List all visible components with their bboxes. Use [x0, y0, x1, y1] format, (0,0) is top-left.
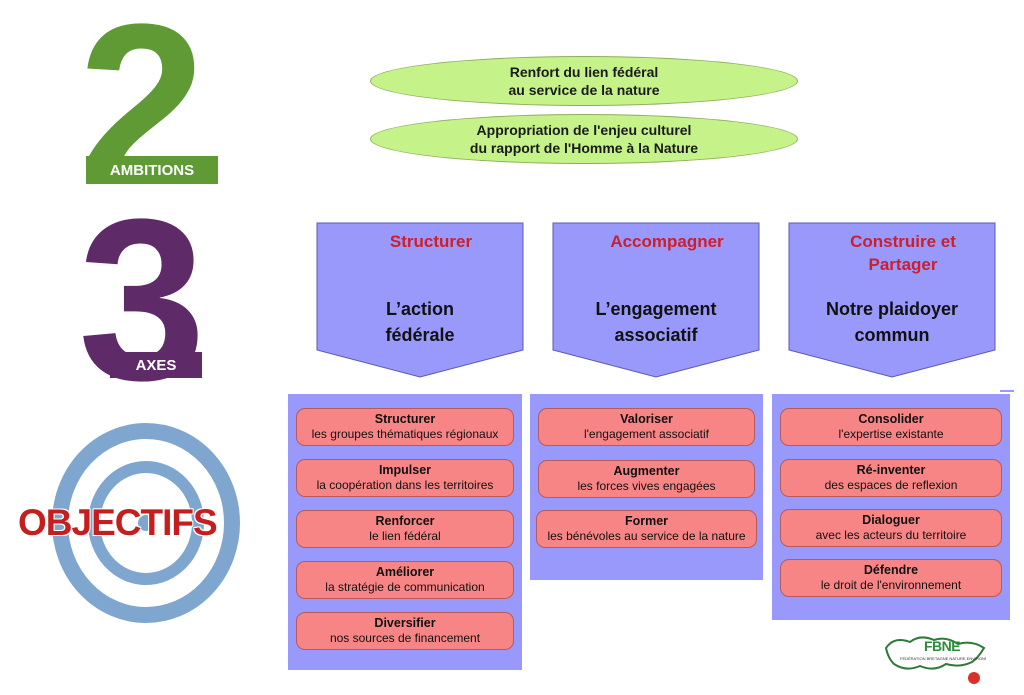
axis-arrow-1: Structurer L’action fédérale — [316, 222, 524, 378]
target-icon — [48, 418, 244, 628]
objective-pill: Valoriser l'engagement associatif — [538, 408, 755, 446]
objective-verb: Dialoguer — [862, 513, 920, 527]
objective-desc: les groupes thématiques régionaux — [311, 427, 499, 441]
ambition-1-line2: au service de la nature — [508, 82, 660, 98]
objective-pill: Former les bénévoles au service de la na… — [536, 510, 757, 548]
axis-1-subtitle: L’action fédérale — [336, 296, 504, 348]
axes-number: 3 — [78, 171, 206, 428]
axis-2-name: Accompagner — [592, 230, 742, 253]
axis-3-name: Construire et Partager — [828, 230, 978, 276]
logo-text: FBNE — [924, 638, 961, 654]
axis-1-name: Structurer — [356, 230, 506, 253]
objective-desc: l'engagement associatif — [583, 427, 710, 441]
divider — [1000, 390, 1014, 392]
objective-desc: avec les acteurs du territoire — [815, 528, 967, 542]
objective-pill: Augmenter les forces vives engagées — [538, 460, 755, 498]
objective-verb: Améliorer — [375, 565, 435, 579]
axes-label: AXES — [110, 352, 202, 378]
axis-1-sub-line1: L’action — [385, 299, 454, 319]
objective-pill: Structurer les groupes thématiques régio… — [296, 408, 514, 446]
objective-desc: le droit de l'environnement — [820, 578, 962, 592]
axis-2-sub-line1: L’engagement — [595, 299, 717, 319]
objective-desc: la stratégie de communication — [325, 580, 485, 594]
logo-tagline: FÉDÉRATION BRETAGNE NATURE ENVIRONNEMENT — [900, 656, 986, 661]
axis-arrow-shape-2 — [552, 222, 760, 378]
axis-2-subtitle: L’engagement associatif — [572, 296, 740, 348]
ambition-ellipse-1: Renfort du lien fédéral au service de la… — [370, 56, 798, 106]
objective-verb: Diversifier — [374, 616, 436, 630]
objective-pill: Ré-inventer des espaces de reflexion — [780, 459, 1002, 497]
ambition-2-line1: Appropriation de l'enjeu culturel — [476, 122, 692, 138]
objective-pill: Renforcer le lien fédéral — [296, 510, 514, 548]
objective-verb: Renforcer — [375, 514, 435, 528]
objective-verb: Augmenter — [613, 464, 680, 478]
ambition-ellipse-2: Appropriation de l'enjeu culturel du rap… — [370, 114, 798, 164]
objective-verb: Impulser — [378, 463, 432, 477]
axis-arrow-2: Accompagner L’engagement associatif — [552, 222, 760, 378]
objective-desc: les forces vives engagées — [577, 479, 716, 493]
axis-arrow-3: Construire et Partager Notre plaidoyer c… — [788, 222, 996, 378]
objectives-panel-1: Structurer les groupes thématiques régio… — [288, 394, 522, 670]
axis-2-sub-line2: associatif — [614, 325, 698, 345]
objectives-panel-2: Valoriser l'engagement associatif Augmen… — [530, 394, 763, 580]
objective-verb: Défendre — [863, 563, 919, 577]
objective-pill: Impulser la coopération dans les territo… — [296, 459, 514, 497]
objective-pill: Dialoguer avec les acteurs du territoire — [780, 509, 1002, 547]
objective-pill: Défendre le droit de l'environnement — [780, 559, 1002, 597]
objective-verb: Valoriser — [620, 412, 673, 426]
objective-verb: Ré-inventer — [856, 463, 926, 477]
objective-verb: Former — [624, 514, 669, 528]
axis-3-subtitle: Notre plaidoyer commun — [808, 296, 976, 348]
objectives-panel-3: Consolider l'expertise existante Ré-inve… — [772, 394, 1010, 620]
objective-pill: Améliorer la stratégie de communication — [296, 561, 514, 599]
ambitions-label: AMBITIONS — [86, 156, 218, 184]
objective-desc: des espaces de reflexion — [824, 478, 958, 492]
objective-pill: Consolider l'expertise existante — [780, 408, 1002, 446]
objective-desc: les bénévoles au service de la nature — [547, 529, 746, 543]
ambition-2-line2: du rapport de l'Homme à la Nature — [469, 140, 699, 156]
axis-arrow-shape-3 — [788, 222, 996, 378]
ambition-1-line1: Renfort du lien fédéral — [509, 64, 659, 80]
objectifs-title: OBJECTIFS — [18, 502, 218, 543]
objective-desc: l'expertise existante — [838, 427, 944, 441]
axis-1-name-line1: Structurer — [389, 232, 473, 251]
axis-3-name-line1: Construire et — [850, 232, 956, 251]
fbne-logo: FBNE FÉDÉRATION BRETAGNE NATURE ENVIRONN… — [880, 628, 990, 690]
axis-3-name-line2: Partager — [868, 255, 938, 274]
objective-verb: Structurer — [374, 412, 436, 426]
objective-pill: Diversifier nos sources de financement — [296, 612, 514, 650]
objective-verb: Consolider — [858, 412, 924, 426]
axis-1-sub-line2: fédérale — [385, 325, 455, 345]
objective-desc: nos sources de financement — [329, 631, 481, 645]
objective-desc: le lien fédéral — [369, 529, 441, 543]
axis-2-name-line1: Accompagner — [610, 232, 724, 251]
objective-desc: la coopération dans les territoires — [316, 478, 494, 492]
axis-3-sub-line1: Notre plaidoyer — [825, 299, 959, 319]
axis-arrow-shape-1 — [316, 222, 524, 378]
axis-3-sub-line2: commun — [854, 325, 930, 345]
